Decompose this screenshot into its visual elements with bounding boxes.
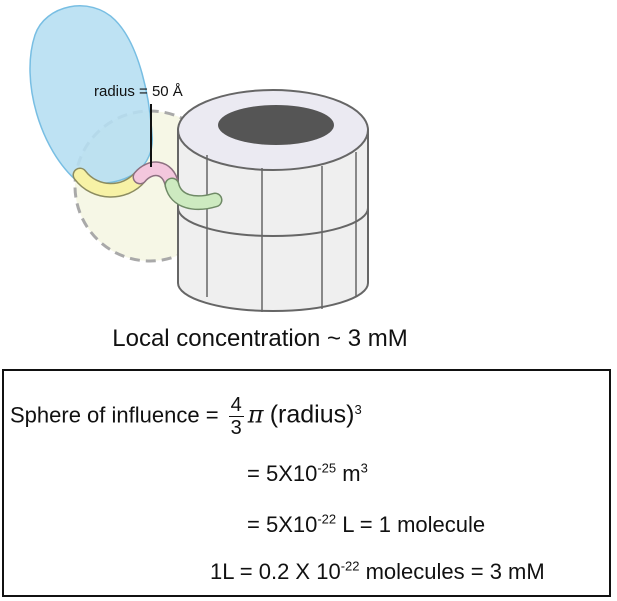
pore-cylinder <box>177 89 369 312</box>
volume-m3-line: = 5X10-25 m3 <box>247 460 368 486</box>
radius-term: (radius) <box>269 400 355 429</box>
radius-label: radius = 50 Å <box>94 83 183 100</box>
tethered-domain-diagram: radius = 50 Å <box>29 5 369 312</box>
concentration-line: 1L = 0.2 X 10-22 molecules = 3 mM <box>210 558 545 584</box>
pore-opening <box>218 105 334 145</box>
flexible-linker <box>72 161 223 211</box>
volume-liter-line: = 5X10-22 L = 1 molecule <box>247 511 486 537</box>
sphere-eq-prefix: Sphere of influence = <box>10 402 225 428</box>
local-concentration-caption: Local concentration ~ 3 mM <box>112 325 408 352</box>
pi-symbol: π <box>247 400 264 429</box>
blue-domain <box>29 5 153 185</box>
